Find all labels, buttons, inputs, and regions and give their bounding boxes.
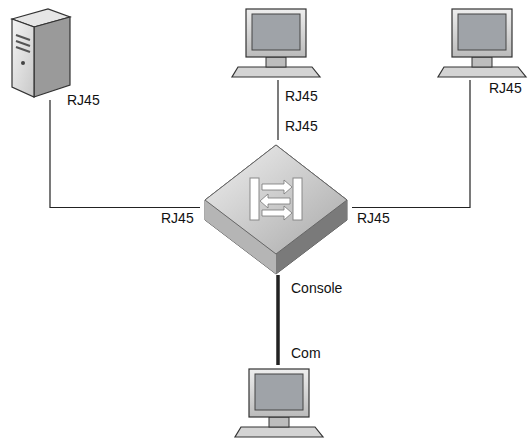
cable-line (277, 80, 278, 140)
server-node: RJ45 (8, 5, 75, 100)
server-icon (8, 5, 75, 100)
port-label: RJ45 (284, 88, 319, 104)
computer-icon (436, 5, 528, 80)
cable-line (50, 100, 200, 208)
port-label: RJ45 (66, 92, 101, 108)
port-label: RJ45 (160, 210, 195, 226)
port-label: RJ45 (356, 210, 391, 226)
switch-node: RJ45RJ45RJ45Console (200, 140, 352, 275)
computer-node: RJ45 (436, 5, 528, 80)
cable-line (352, 80, 470, 208)
switch-icon (200, 140, 352, 275)
computer-icon (233, 365, 325, 438)
port-label: Console (290, 280, 343, 296)
port-label: RJ45 (284, 118, 319, 134)
port-label: Com (290, 345, 322, 361)
computer-node: RJ45 (230, 5, 322, 80)
computer-icon (230, 5, 322, 80)
port-label: RJ45 (488, 80, 523, 96)
computer-node: Com (233, 365, 325, 438)
cable-line (276, 275, 280, 365)
